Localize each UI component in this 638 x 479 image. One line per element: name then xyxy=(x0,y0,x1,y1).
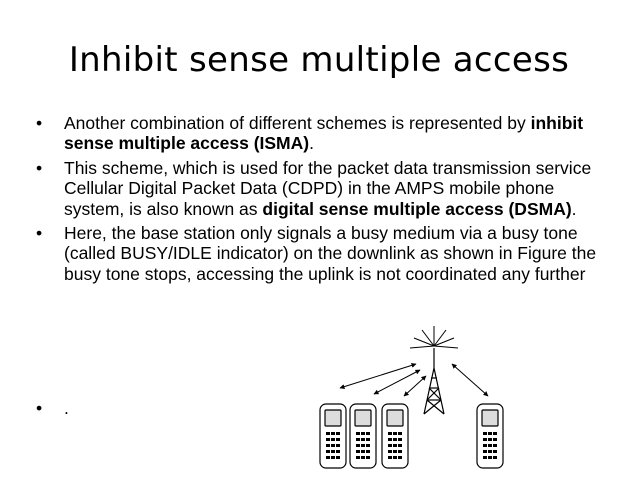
mobile-phone-icon xyxy=(476,403,504,469)
mobile-phone-icon xyxy=(349,403,377,469)
isma-figure xyxy=(319,326,504,469)
base-station-tower-icon xyxy=(423,348,445,415)
bullet-item-dsma: • This scheme, which is used for the pac… xyxy=(34,158,609,219)
mobile-phone-icon xyxy=(319,403,347,469)
bullet-item-empty: •. xyxy=(34,398,69,418)
bullet-text: This scheme, which is used for the packe… xyxy=(64,157,592,219)
bullet-marker: • xyxy=(36,113,43,133)
bullet-text: Here, the base station only signals a bu… xyxy=(64,223,597,284)
bullet-marker: • xyxy=(36,398,43,418)
slide-title: Inhibit sense multiple access xyxy=(68,40,570,80)
bullet-text: Another combination of different schemes… xyxy=(64,113,531,133)
bullet-bold-term: digital sense multiple access (DSMA) xyxy=(262,198,572,219)
bullet-marker: • xyxy=(36,157,43,178)
bullet-bold-term: inhibit sense multiple access (ISMA) xyxy=(64,113,584,154)
signal-burst-icon xyxy=(409,326,459,349)
bullet-text-end: . xyxy=(571,198,577,219)
bullet-text-end: . xyxy=(309,133,314,154)
bullet-text: . xyxy=(64,398,69,418)
mobile-phone-icon xyxy=(381,403,409,469)
signal-arrow-icon xyxy=(339,362,489,397)
bullet-item-isma: • Another combination of different schem… xyxy=(34,113,609,154)
bullet-list: • Another combination of different schem… xyxy=(34,113,609,288)
bullet-item-busy-tone: • Here, the base station only signals a … xyxy=(34,223,609,284)
bullet-marker: • xyxy=(36,223,43,244)
